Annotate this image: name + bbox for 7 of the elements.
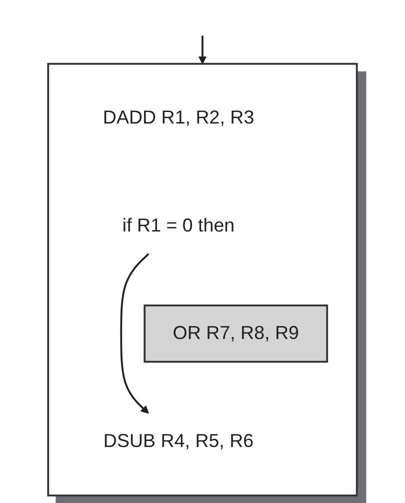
arrow xyxy=(120,253,150,414)
node-text: DSUB R4, R5, R6 xyxy=(103,431,254,452)
node-box: OR R7, R8, R9 xyxy=(144,304,328,363)
cluster xyxy=(47,62,358,496)
node-text: DADD R1, R2, R3 xyxy=(102,107,254,128)
arrow xyxy=(198,36,207,64)
node-text: if R1 = 0 then xyxy=(122,215,235,236)
